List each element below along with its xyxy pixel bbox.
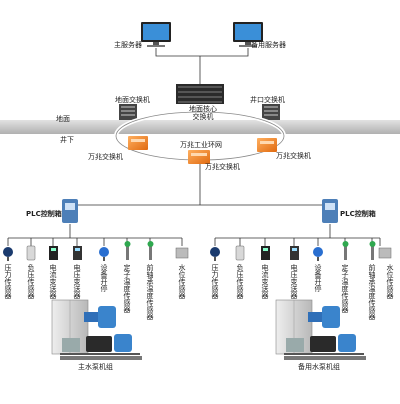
backup-server-icon bbox=[233, 22, 263, 47]
bearing-temp-sensor-icon bbox=[147, 241, 154, 260]
sensor-icons-left bbox=[3, 241, 189, 261]
core-switch-icon bbox=[176, 84, 224, 104]
sensor-left-label: 水位传感器 bbox=[178, 264, 186, 299]
voltage-transmitter-icon bbox=[290, 246, 299, 260]
pressure-sensor-icon bbox=[3, 247, 13, 261]
plc-box-left-icon bbox=[62, 199, 78, 223]
sensor-right-label: 压力传感器 bbox=[211, 264, 219, 299]
backup-server-label: 备用服务器 bbox=[251, 41, 286, 49]
sensor-left-label: 设备开停 bbox=[100, 264, 108, 292]
stator-temp-sensor-icon bbox=[124, 241, 131, 260]
sensor-left-label: 前轴承温度传感器 bbox=[146, 264, 154, 320]
backup-pump-label: 备用水泵机组 bbox=[298, 363, 340, 371]
core-switch-label: 地面核心交换机 bbox=[189, 105, 217, 121]
sensor-left-label: 电流变送器 bbox=[49, 264, 57, 299]
ring-network-label: 万兆工业环网 bbox=[180, 141, 222, 149]
backup-pump-unit-icon bbox=[275, 299, 366, 360]
plc-box-right-icon bbox=[322, 199, 338, 223]
ring-switch-bottom-label: 万兆交换机 bbox=[205, 163, 240, 171]
main-server-label: 主服务器 bbox=[114, 41, 142, 49]
sensor-left-label: 电压变送器 bbox=[73, 264, 81, 299]
equipment-onoff-icon bbox=[313, 247, 323, 261]
ring-switch-right-label: 万兆交换机 bbox=[276, 152, 311, 160]
ground-switch-icon bbox=[119, 104, 137, 120]
sensor-right-label: 电压变送器 bbox=[290, 264, 298, 299]
stator-temp-sensor-icon bbox=[342, 241, 349, 260]
sensor-right-label: 定子温度传感器 bbox=[341, 264, 349, 313]
sensor-right-label: 前轴承温度传感器 bbox=[368, 264, 376, 320]
current-transmitter-icon bbox=[49, 246, 58, 260]
underground-label: 井下 bbox=[60, 136, 74, 144]
sensor-left-label: 定子温度传感器 bbox=[123, 264, 131, 313]
ground-switch-label: 地面交换机 bbox=[115, 96, 150, 104]
sensor-right-label: 电流变送器 bbox=[261, 264, 269, 299]
equipment-onoff-icon bbox=[99, 247, 109, 261]
sensor-left-label: 负压传感器 bbox=[27, 264, 35, 299]
water-level-sensor-icon bbox=[378, 247, 392, 259]
wellhead-switch-label: 井口交换机 bbox=[250, 96, 285, 104]
negative-pressure-sensor-icon bbox=[26, 245, 36, 261]
ring-switch-left-label: 万兆交换机 bbox=[88, 153, 123, 161]
sensor-right-label: 设备开停 bbox=[314, 264, 322, 292]
plc-left-label: PLC控制箱 bbox=[26, 210, 62, 218]
sensor-right-label: 负压传感器 bbox=[236, 264, 244, 299]
voltage-transmitter-icon bbox=[73, 246, 82, 260]
main-server-icon bbox=[141, 22, 171, 47]
ground-band bbox=[0, 120, 400, 134]
current-transmitter-icon bbox=[261, 246, 270, 260]
ring-switch-right-icon bbox=[257, 138, 277, 152]
sensor-icons-right bbox=[210, 241, 392, 261]
ring-switch-left-icon bbox=[128, 136, 148, 150]
ring-switch-bottom-icon bbox=[188, 150, 210, 164]
wellhead-switch-icon bbox=[262, 104, 280, 120]
main-pump-label: 主水泵机组 bbox=[78, 363, 113, 371]
negative-pressure-sensor-icon bbox=[235, 245, 245, 261]
plc-right-label: PLC控制箱 bbox=[340, 210, 376, 218]
sensor-left-label: 压力传感器 bbox=[4, 264, 12, 299]
water-level-sensor-icon bbox=[175, 247, 189, 259]
ground-label: 地面 bbox=[56, 115, 70, 123]
bearing-temp-sensor-icon bbox=[369, 241, 376, 260]
main-pump-unit-icon bbox=[51, 299, 142, 360]
sensor-right-label: 水位传感器 bbox=[386, 264, 394, 299]
pressure-sensor-icon bbox=[210, 247, 220, 261]
